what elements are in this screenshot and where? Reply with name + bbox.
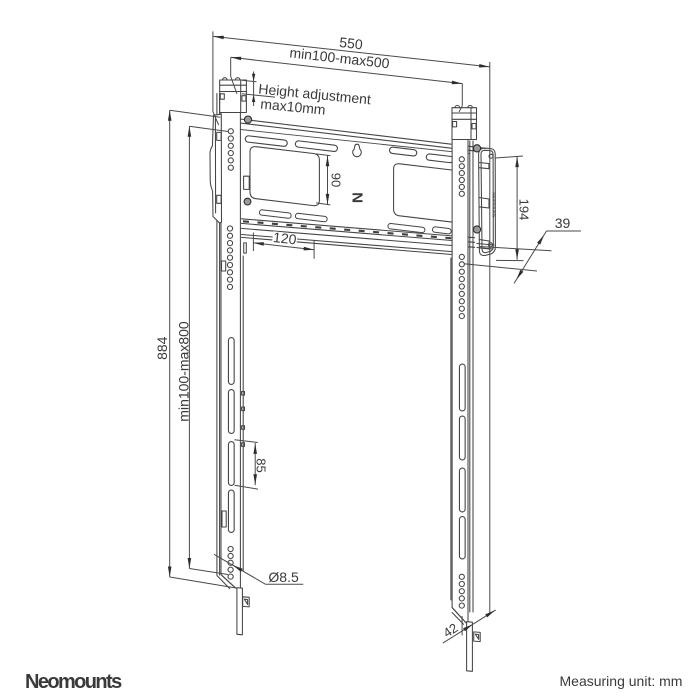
svg-text:194: 194 [516, 199, 531, 221]
svg-text:120: 120 [272, 229, 297, 248]
svg-text:max10mm: max10mm [260, 96, 327, 118]
svg-text:Neomounts: Neomounts [491, 192, 496, 218]
svg-text:85: 85 [254, 458, 269, 472]
svg-text:42: 42 [440, 620, 460, 640]
svg-text:Ø8.5: Ø8.5 [268, 569, 299, 585]
svg-text:Measuring unit: mm: Measuring unit: mm [560, 673, 683, 689]
svg-text:Neomounts: Neomounts [25, 671, 122, 693]
svg-text:90: 90 [329, 173, 344, 187]
svg-text:39: 39 [555, 215, 571, 231]
svg-text:min100-max800: min100-max800 [175, 321, 191, 422]
svg-text:884: 884 [154, 336, 170, 360]
svg-text:550: 550 [339, 34, 364, 52]
svg-text:N: N [348, 192, 365, 203]
